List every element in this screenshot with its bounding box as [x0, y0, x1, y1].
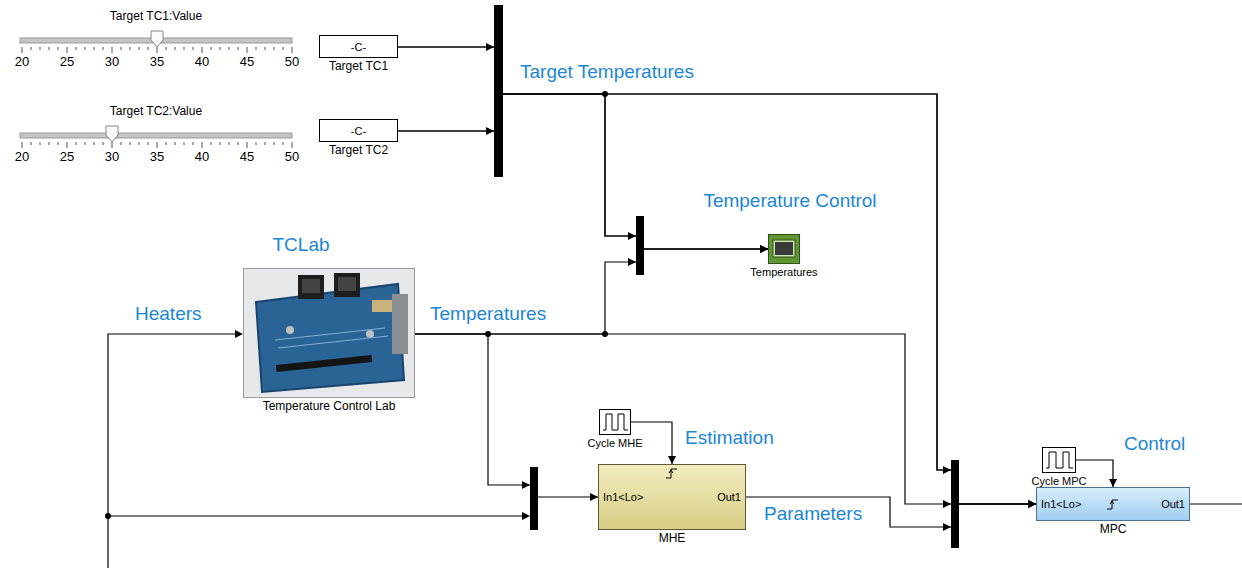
port-label: In1<Lo>	[1041, 498, 1081, 511]
block-name: Cycle MPC	[1031, 475, 1086, 488]
subsystem-block: In1<Lo>Out1MHE	[598, 464, 746, 530]
tick-number: 40	[195, 54, 209, 70]
block-name: Target TC2	[329, 144, 388, 158]
slider-track	[20, 31, 292, 142]
hardware-block: Temperature Control Lab	[243, 268, 415, 398]
tick-number: 50	[285, 54, 299, 70]
tick-number: 20	[15, 149, 29, 165]
signal-line	[398, 47, 768, 249]
slider-control: Target TC2:Value	[20, 125, 292, 147]
signal-line	[398, 94, 1036, 504]
port-label: Out1	[1161, 498, 1185, 511]
signal-name: Temperatures	[430, 303, 546, 326]
block-name: Cycle MHE	[587, 437, 642, 450]
signal-line	[398, 47, 1036, 504]
pulse-generator: Cycle MHE	[599, 409, 631, 435]
port-label: Out1	[717, 491, 741, 504]
slider-title: Target TC2:Value	[110, 105, 202, 119]
signal-line	[746, 497, 1036, 527]
subsystem-block: In1<Lo>Out1MPC	[1036, 487, 1190, 521]
signal-name: Heaters	[135, 303, 202, 326]
scope-symbol	[768, 234, 800, 264]
tick-marks	[22, 47, 292, 148]
area-annotation: Estimation	[685, 427, 774, 450]
area-annotation: TCLab	[272, 234, 329, 257]
constant-block: -C-Target TC1	[319, 35, 398, 58]
tick-number: 50	[285, 149, 299, 165]
tick-number: 40	[195, 149, 209, 165]
tick-number: 45	[240, 54, 254, 70]
tick-number: 35	[150, 149, 164, 165]
input-arrowhead	[235, 43, 951, 531]
tick-number: 45	[240, 149, 254, 165]
area-annotation: Temperature Control	[703, 190, 876, 213]
constant-value: -C-	[351, 124, 366, 137]
signal-line	[415, 334, 598, 497]
tick-mark	[22, 47, 292, 148]
tick-number: 25	[60, 54, 74, 70]
tick-number: 25	[60, 149, 74, 165]
signal-name: Target Temperatures	[520, 61, 694, 84]
tick-number: 35	[150, 54, 164, 70]
mux-bar	[494, 5, 959, 548]
signal-line	[415, 249, 768, 334]
signal-wire	[108, 334, 1242, 568]
slider-control: Target TC1:Value	[20, 30, 292, 52]
tick-number: 20	[15, 54, 29, 70]
constant-value: -C-	[351, 40, 366, 53]
port-label: In1<Lo>	[603, 491, 643, 504]
signal-line	[398, 94, 768, 249]
constant-block: -C-Target TC2	[319, 119, 398, 142]
block-name: Target TC1	[329, 60, 388, 74]
junction-dot	[105, 91, 608, 519]
tick-number: 30	[105, 54, 119, 70]
tclab-board-illustration	[243, 268, 415, 398]
block-name: MHE	[659, 532, 686, 546]
signal-name: Parameters	[762, 503, 864, 526]
block-name: MPC	[1100, 523, 1127, 537]
scope-block: Temperatures	[768, 234, 800, 264]
slider-title: Target TC1:Value	[110, 10, 202, 24]
pulse-generator: Cycle MPC	[1042, 447, 1076, 473]
block-name: Temperature Control Lab	[263, 400, 396, 414]
area-annotation: Control	[1124, 433, 1185, 456]
tick-number: 30	[105, 149, 119, 165]
block-name: Temperatures	[750, 266, 817, 279]
